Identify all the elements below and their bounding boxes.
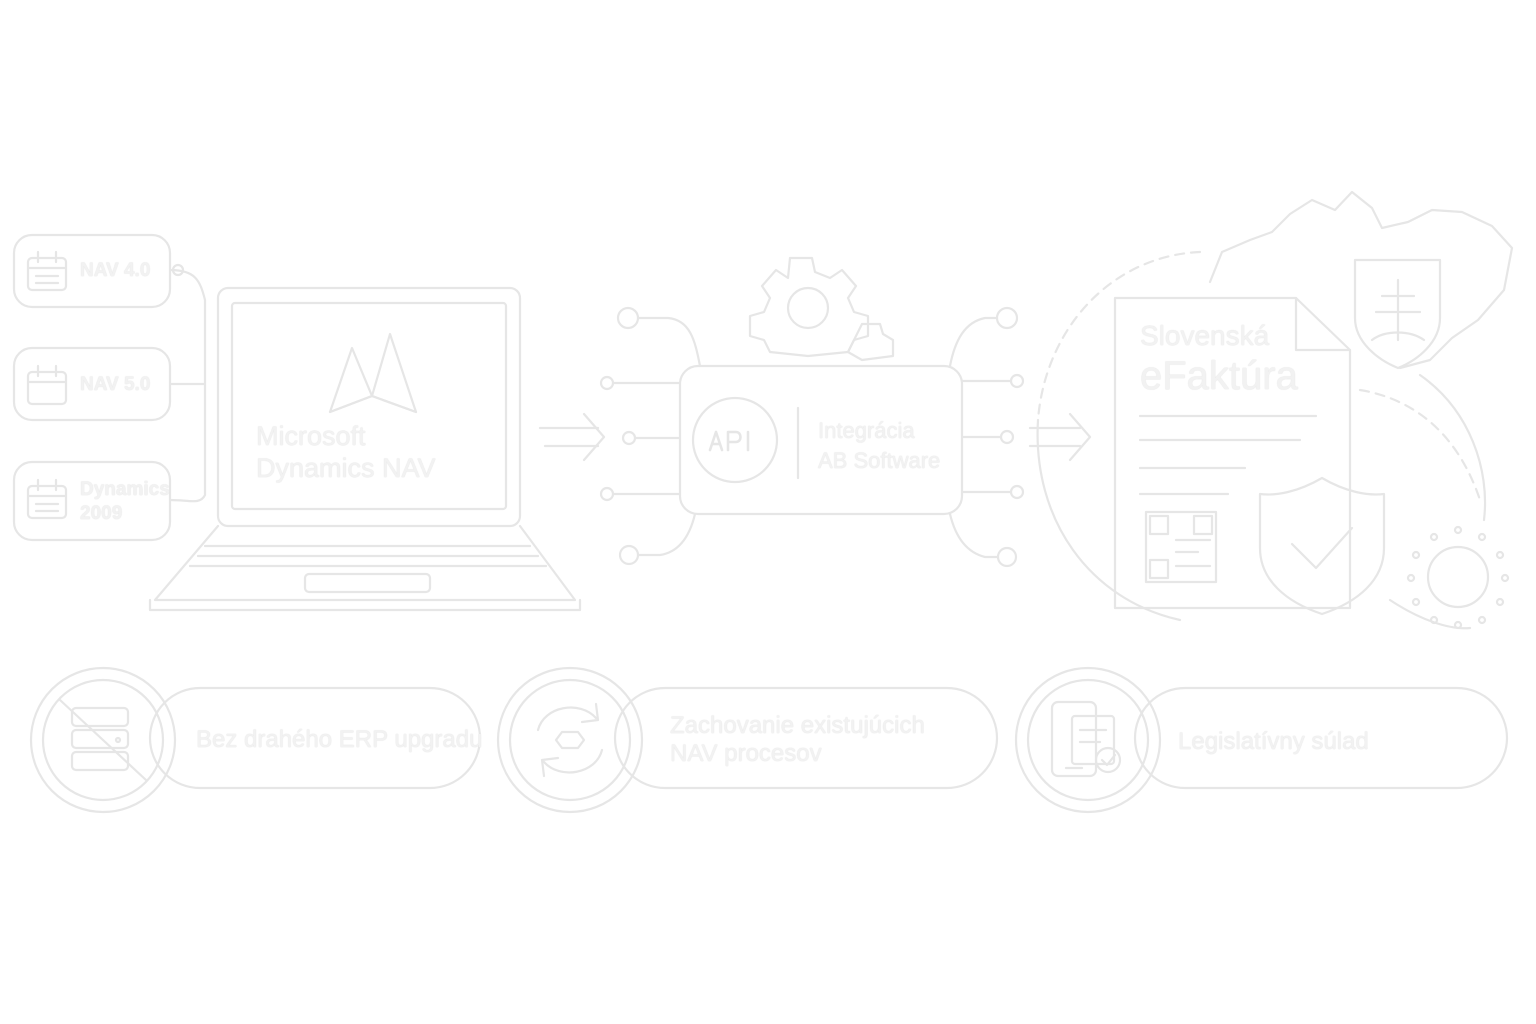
benefit-pill-3 bbox=[1014, 666, 1509, 814]
document-line-2: eFaktúra bbox=[1140, 354, 1298, 398]
arrow-right-icon bbox=[538, 412, 606, 462]
calendar-icon bbox=[26, 250, 68, 292]
benefit-2-line-2: NAV procesov bbox=[670, 740, 822, 767]
benefit-2-line-1: Zachovanie existujúcich bbox=[670, 712, 925, 739]
calendar-icon bbox=[26, 364, 68, 406]
integration-label: Integrácia AB Software bbox=[818, 416, 940, 476]
document-title: Slovenská eFaktúra bbox=[1140, 316, 1298, 396]
version-label-nav4: NAV 4.0 bbox=[80, 260, 151, 281]
microsoft-dynamics-logo-icon bbox=[328, 332, 418, 414]
version-line-2: 2009 bbox=[80, 503, 123, 524]
calendar-icon bbox=[26, 478, 68, 520]
laptop-line-2: Dynamics NAV bbox=[256, 453, 436, 483]
version-label-nav5: NAV 5.0 bbox=[80, 374, 151, 395]
integration-line-2: AB Software bbox=[818, 448, 941, 473]
sync-icon bbox=[536, 702, 604, 778]
efaktura-document bbox=[1113, 296, 1352, 610]
document-line-1: Slovenská bbox=[1140, 320, 1270, 351]
mobile-document-icon bbox=[1050, 700, 1122, 778]
shield-check-icon bbox=[1258, 476, 1386, 616]
integration-line-1: Integrácia bbox=[818, 418, 915, 443]
api-icon bbox=[708, 430, 750, 452]
benefit-pill-2 bbox=[496, 666, 999, 814]
qr-code-icon bbox=[1144, 510, 1218, 584]
version-line-1: Dynamics bbox=[80, 479, 170, 500]
server-icon bbox=[58, 698, 148, 782]
laptop-screen-text: Microsoft Dynamics NAV bbox=[256, 420, 436, 484]
slovakia-map-icon bbox=[1208, 190, 1514, 370]
laptop-line-1: Microsoft bbox=[256, 421, 366, 451]
eu-stars-icon bbox=[1406, 525, 1510, 630]
laptop-illustration bbox=[148, 286, 582, 612]
benefit-pill-1 bbox=[29, 666, 482, 814]
version-label-dynamics2009: Dynamics 2009 bbox=[80, 478, 170, 526]
benefit-label-1: Bez drahého ERP upgradu bbox=[196, 726, 483, 753]
integration-box bbox=[678, 364, 964, 516]
benefit-label-2: Zachovanie existujúcich NAV procesov bbox=[670, 712, 925, 768]
gear-icon bbox=[748, 256, 895, 362]
benefit-label-3: Legislatívny súlad bbox=[1178, 728, 1369, 755]
coat-of-arms-icon bbox=[1353, 258, 1442, 370]
